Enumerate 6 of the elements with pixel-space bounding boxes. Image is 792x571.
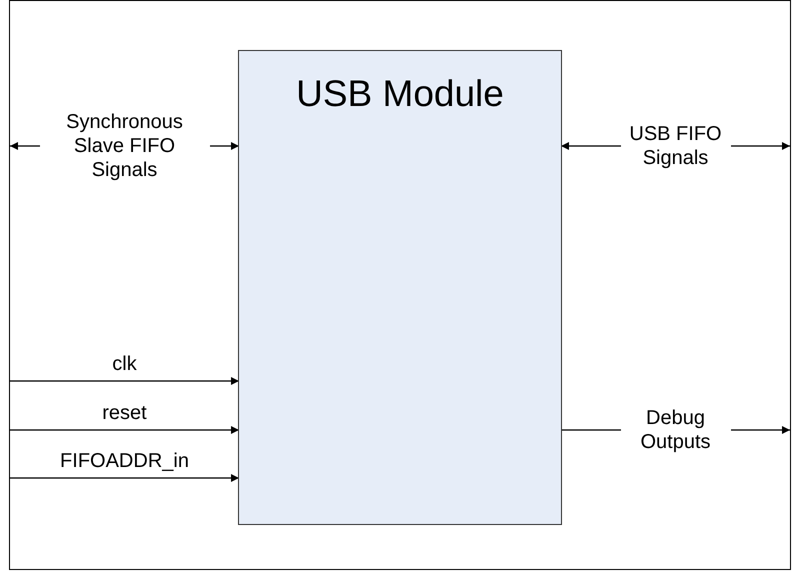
frame-box [9,0,791,570]
arrow [10,474,239,482]
arrow [10,377,239,385]
module-title: USB Module [296,72,504,116]
module-box [238,50,562,525]
arrow [10,426,239,434]
